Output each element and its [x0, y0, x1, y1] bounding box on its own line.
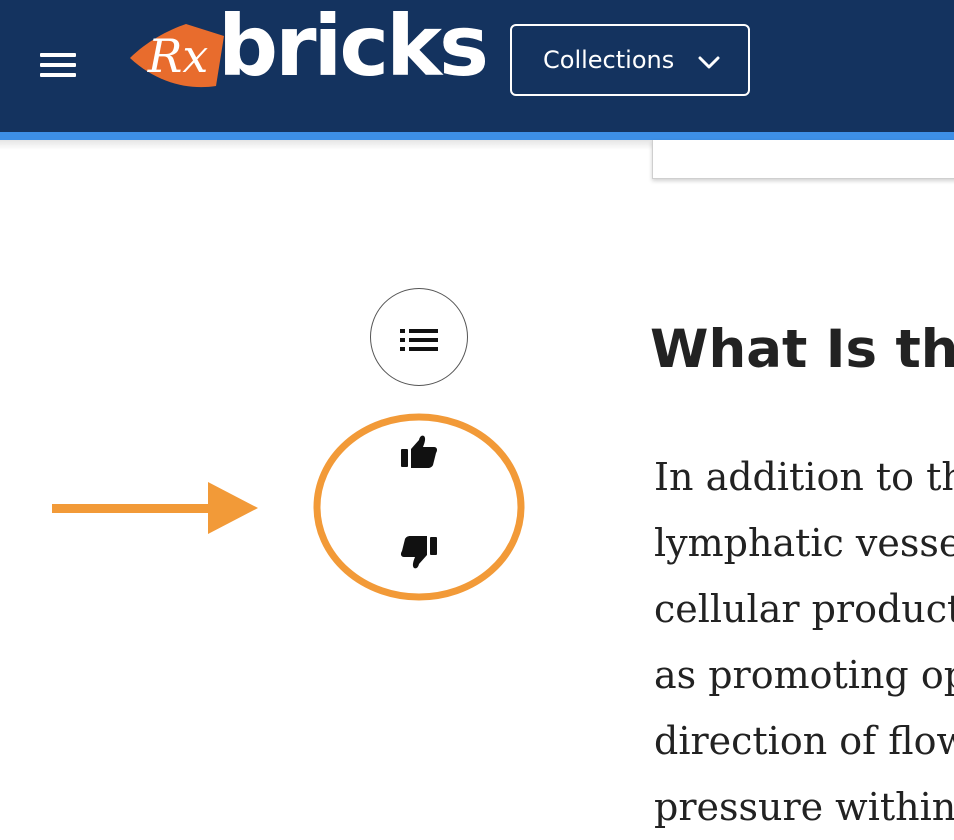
menu-bar-line: [40, 73, 76, 77]
collections-dropdown-button[interactable]: Collections: [510, 24, 750, 96]
article-body-line: lymphatic vessel: [654, 521, 954, 565]
logo-mark-icon: Rx: [130, 24, 224, 88]
collections-button-label: Collections: [543, 46, 675, 74]
arrow-right-icon: [52, 482, 258, 534]
thumbs-up-icon: [401, 435, 438, 468]
thumbs-down-icon: [400, 536, 437, 569]
header-shadow: [0, 140, 954, 150]
logo-wordmark: bricks: [218, 0, 489, 95]
article-body-line: pressure within t: [654, 785, 954, 829]
header-accent-stripe: [0, 132, 954, 140]
article-body-line: cellular products: [654, 587, 954, 631]
article-body-line: direction of flow: [654, 719, 954, 763]
chevron-down-icon: [698, 56, 720, 69]
article-body-line: as promoting op: [654, 653, 954, 697]
article-body-paragraph: In addition to th lymphatic vessel cellu…: [654, 444, 954, 840]
svg-text:Rx: Rx: [147, 29, 209, 83]
article-body-line: In addition to th: [654, 455, 954, 499]
menu-bar-line: [40, 63, 76, 67]
article-heading: What Is the: [650, 319, 954, 380]
thumbs-down-button[interactable]: [398, 532, 440, 572]
thumbs-up-button[interactable]: [398, 432, 440, 472]
rxbricks-logo[interactable]: Rx bricks: [128, 4, 489, 98]
table-of-contents-button[interactable]: [370, 288, 468, 386]
hamburger-menu-icon[interactable]: [36, 48, 80, 82]
menu-bar-line: [40, 53, 76, 57]
list-icon: [400, 329, 438, 351]
collections-dropdown-panel: [652, 140, 954, 179]
top-navigation-bar: Rx bricks Collections: [0, 0, 954, 132]
